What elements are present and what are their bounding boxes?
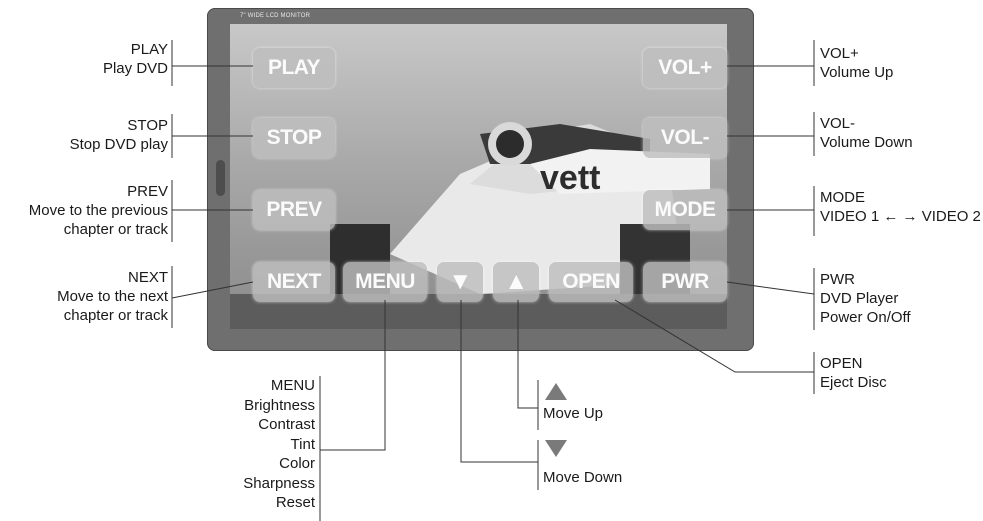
move-down-label: Move Down	[543, 469, 623, 486]
up-arrow-icon: ▲	[504, 268, 528, 295]
menu-item-brightness: Brightness	[244, 396, 315, 414]
down-arrow-icon: ▼	[448, 268, 472, 295]
vol-down-desc: Volume Down	[820, 134, 913, 151]
vol-up-button[interactable]: VOL+	[643, 48, 727, 88]
pwr-desc-2: Power On/Off	[820, 309, 911, 326]
open-label: OPEN Eject Disc	[820, 354, 887, 392]
menu-item-sharpness: Sharpness	[243, 474, 315, 492]
side-slot	[216, 160, 225, 196]
vol-up-title: VOL+	[820, 45, 859, 62]
mode-title: MODE	[820, 189, 865, 206]
menu-item-reset: Reset	[275, 494, 315, 511]
mode-desc: VIDEO 1 ← → VIDEO 2	[820, 208, 981, 225]
pwr-desc-1: DVD Player	[820, 290, 899, 307]
prev-label: PREV Move to the previous chapter or tra…	[29, 182, 168, 239]
next-desc-1: Move to the next	[57, 288, 168, 305]
next-button[interactable]: NEXT	[253, 262, 335, 302]
pwr-label: PWR DVD Player Power On/Off	[820, 270, 911, 327]
vol-down-button[interactable]: VOL-	[643, 118, 727, 158]
menu-title: MENU	[270, 377, 315, 394]
next-label: NEXT Move to the next chapter or track	[57, 268, 168, 325]
vol-up-desc: Volume Up	[820, 64, 894, 81]
next-desc-2: chapter or track	[63, 307, 168, 324]
model-label: 7" WIDE LCD MONITOR	[240, 13, 311, 19]
mode-button[interactable]: MODE	[643, 190, 727, 230]
menu-label: MENU Brightness Contrast Tint Color Shar…	[243, 376, 315, 513]
play-button[interactable]: PLAY	[253, 48, 335, 88]
next-title: NEXT	[127, 269, 168, 286]
play-title: PLAY	[130, 41, 168, 58]
open-desc: Eject Disc	[820, 374, 887, 391]
menu-button[interactable]: MENU	[343, 262, 427, 302]
vol-down-title: VOL-	[820, 115, 856, 132]
vol-down-label: VOL- Volume Down	[820, 114, 913, 152]
menu-item-tint: Tint	[290, 435, 315, 453]
stop-label: STOP Stop DVD play	[70, 116, 168, 154]
move-down-icon	[545, 440, 567, 457]
down-button[interactable]: ▼	[437, 262, 483, 302]
pwr-title: PWR	[820, 271, 855, 288]
up-button[interactable]: ▲	[493, 262, 539, 302]
open-button[interactable]: OPEN	[549, 262, 633, 302]
stop-button[interactable]: STOP	[253, 118, 335, 158]
menu-item-color: Color	[279, 455, 315, 472]
move-up-label: Move Up	[543, 405, 604, 422]
prev-desc-2: chapter or track	[63, 221, 168, 238]
pwr-button[interactable]: PWR	[643, 262, 727, 302]
prev-title: PREV	[127, 183, 168, 200]
vol-up-label: VOL+ Volume Up	[820, 44, 893, 82]
stop-title: STOP	[127, 117, 168, 134]
prev-button[interactable]: PREV	[253, 190, 335, 230]
play-desc: Play DVD	[102, 60, 168, 77]
prev-desc-1: Move to the previous	[28, 202, 168, 219]
play-label: PLAY Play DVD	[103, 40, 168, 78]
menu-item-contrast: Contrast	[258, 416, 315, 433]
mode-label: MODE VIDEO 1 ← → VIDEO 2	[820, 188, 981, 226]
stop-desc: Stop DVD play	[69, 136, 168, 153]
move-up-icon	[545, 383, 567, 400]
open-title: OPEN	[820, 355, 863, 372]
svg-text:vett: vett	[540, 159, 600, 197]
